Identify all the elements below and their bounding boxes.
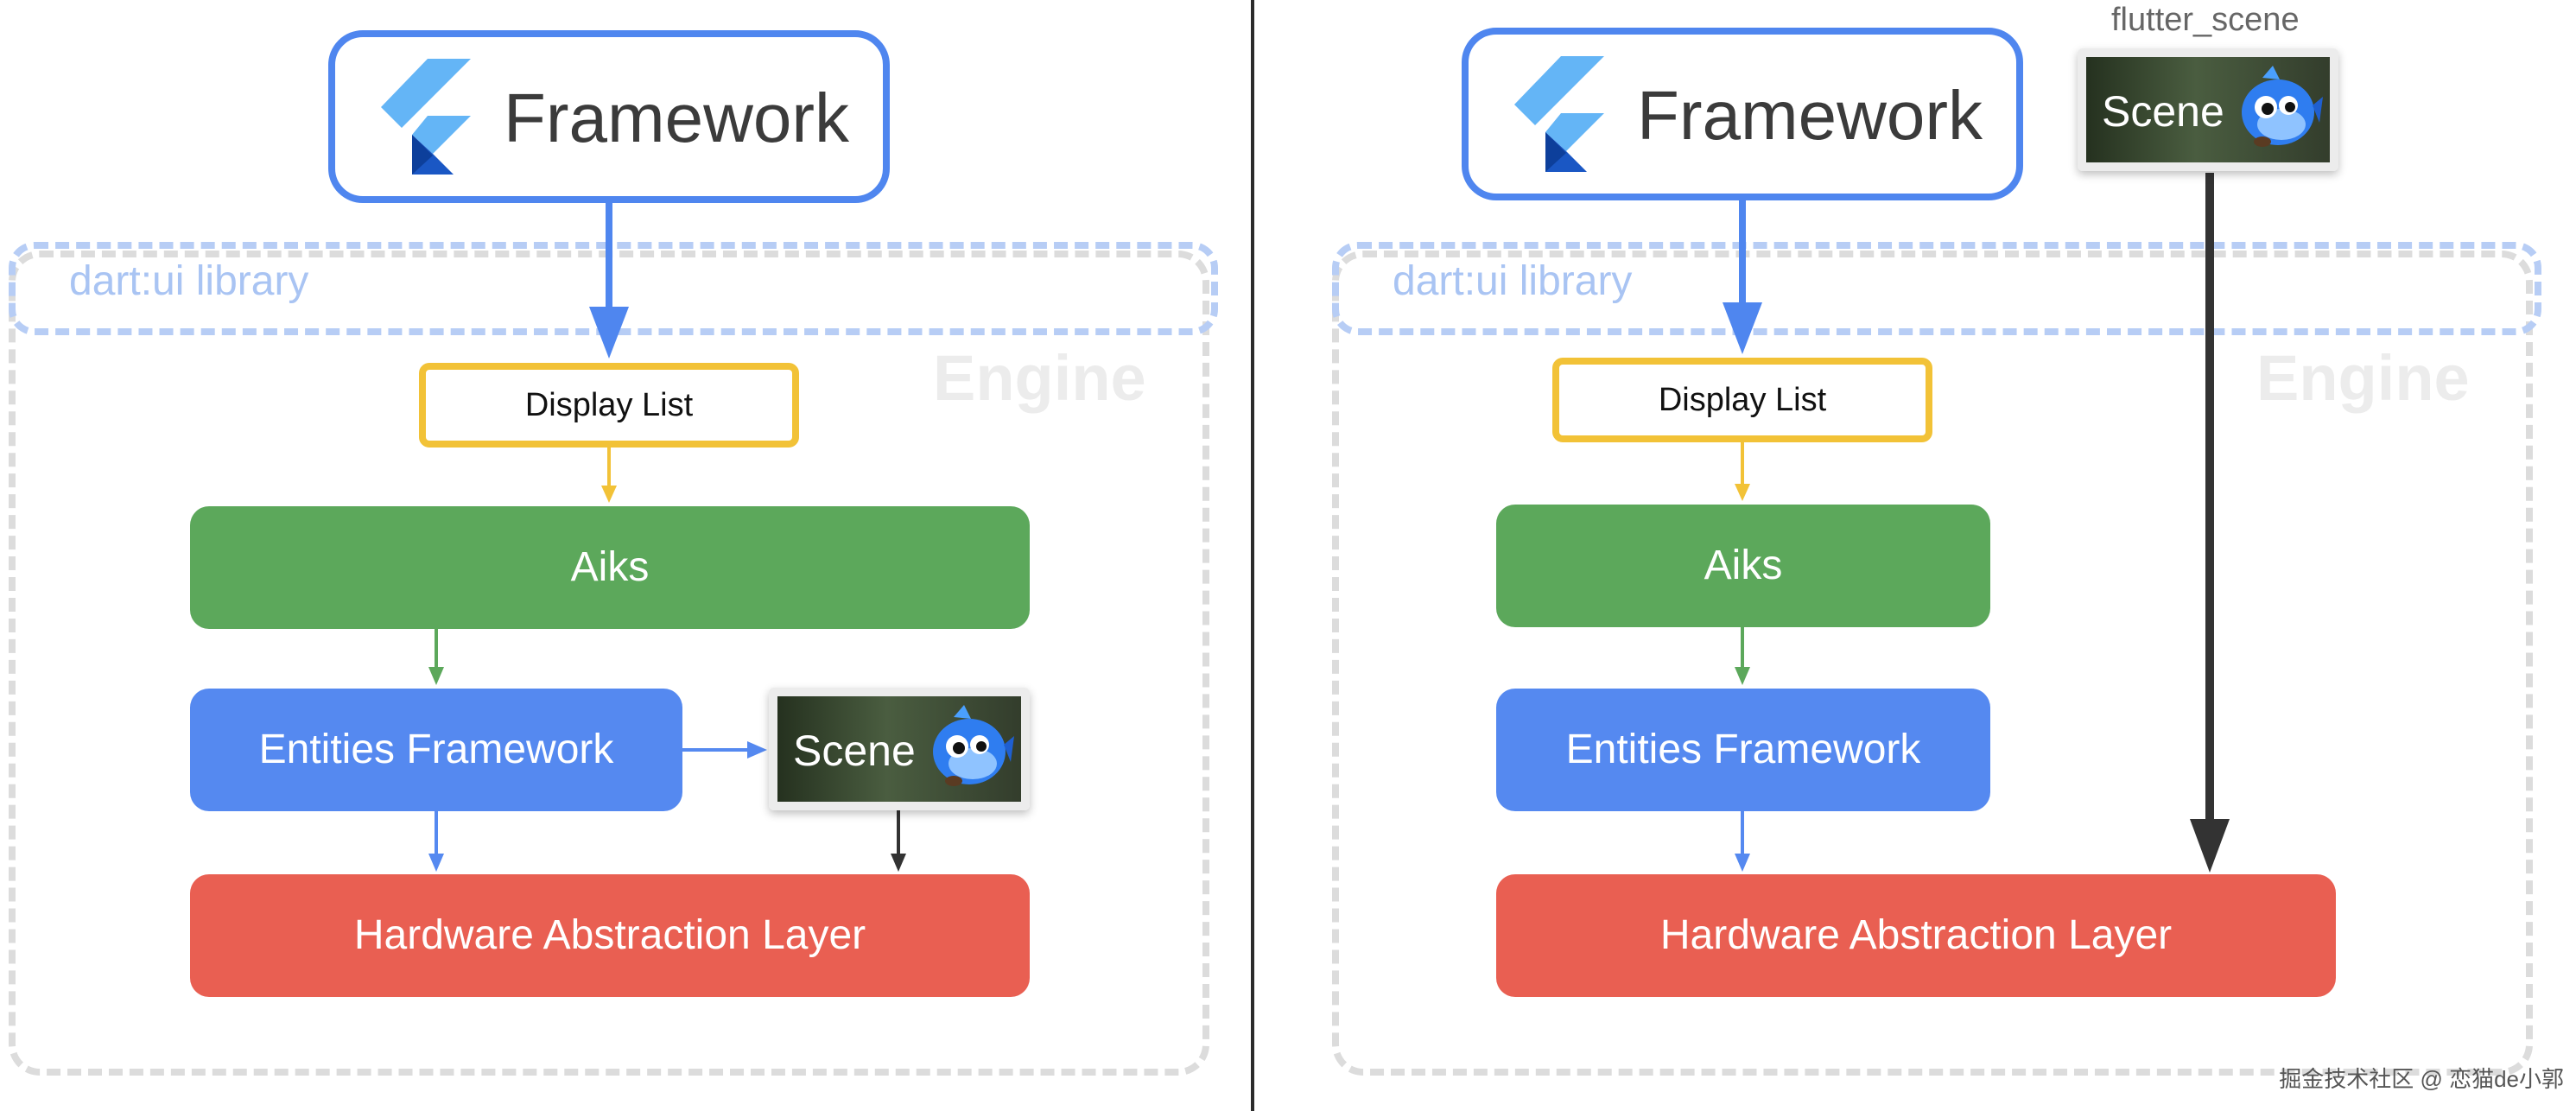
display-list-box: Display List [1552, 358, 1932, 442]
watermark: 掘金技术社区 @ 恋猫de小郭 [2279, 1066, 2564, 1092]
dart-ui-library-label: dart:ui library [69, 258, 309, 304]
arrowhead-entities-to-hal [428, 854, 444, 872]
flutter-logo-icon [1514, 56, 1604, 172]
panel-divider [1251, 0, 1254, 1111]
arrowhead-framework-to-display [1723, 302, 1762, 354]
arrowhead-scene-to-hal [891, 854, 906, 872]
left-diagram: dart:ui library Engine Framework Display… [0, 0, 1253, 1111]
arrowhead-entities-to-hal [1735, 854, 1750, 872]
framework-label: Framework [504, 79, 850, 156]
engine-label: Engine [2256, 342, 2470, 414]
scene-label: Scene [793, 727, 916, 775]
entities-framework-block: Entities Framework [1496, 689, 1990, 811]
framework-box: Framework [328, 30, 890, 203]
flutter-logo-icon [381, 59, 471, 175]
scene-badge: Scene [769, 688, 1030, 810]
arrowhead-aiks-to-entities [428, 667, 444, 685]
framework-label: Framework [1637, 77, 1983, 154]
framework-box: Framework [1462, 28, 2023, 200]
arrowhead-aiks-to-entities [1735, 667, 1750, 685]
arrowhead-display-to-aiks [1735, 484, 1750, 501]
hardware-abstraction-layer-block: Hardware Abstraction Layer [1496, 874, 2336, 997]
dart-ui-library-label: dart:ui library [1393, 258, 1633, 304]
right-diagram: dart:ui library Engine flutter_scene Fra… [1323, 0, 2576, 1111]
dash-fish-mascot-icon [2242, 66, 2323, 147]
aiks-block: Aiks [190, 506, 1030, 629]
right-arrows [1723, 173, 2230, 873]
entities-framework-block: Entities Framework [190, 689, 682, 811]
scene-label: Scene [2102, 87, 2224, 136]
arrowhead-framework-to-display [589, 307, 629, 359]
hardware-abstraction-layer-block: Hardware Abstraction Layer [190, 874, 1030, 997]
engine-label: Engine [933, 342, 1146, 414]
arrowhead-flutter-scene-to-hal [2190, 819, 2230, 873]
flutter-scene-label: flutter_scene [2111, 2, 2300, 38]
dart-ui-library-container [1332, 242, 2541, 335]
arrowhead-entities-to-scene [747, 741, 767, 759]
aiks-block: Aiks [1496, 505, 1990, 627]
left-arrows [428, 203, 906, 872]
dash-fish-mascot-icon [933, 705, 1014, 786]
arrowhead-display-to-aiks [601, 486, 617, 503]
display-list-box: Display List [419, 363, 799, 448]
engine-container [1332, 251, 2533, 1076]
flutter-scene-badge: Scene [2078, 48, 2338, 171]
